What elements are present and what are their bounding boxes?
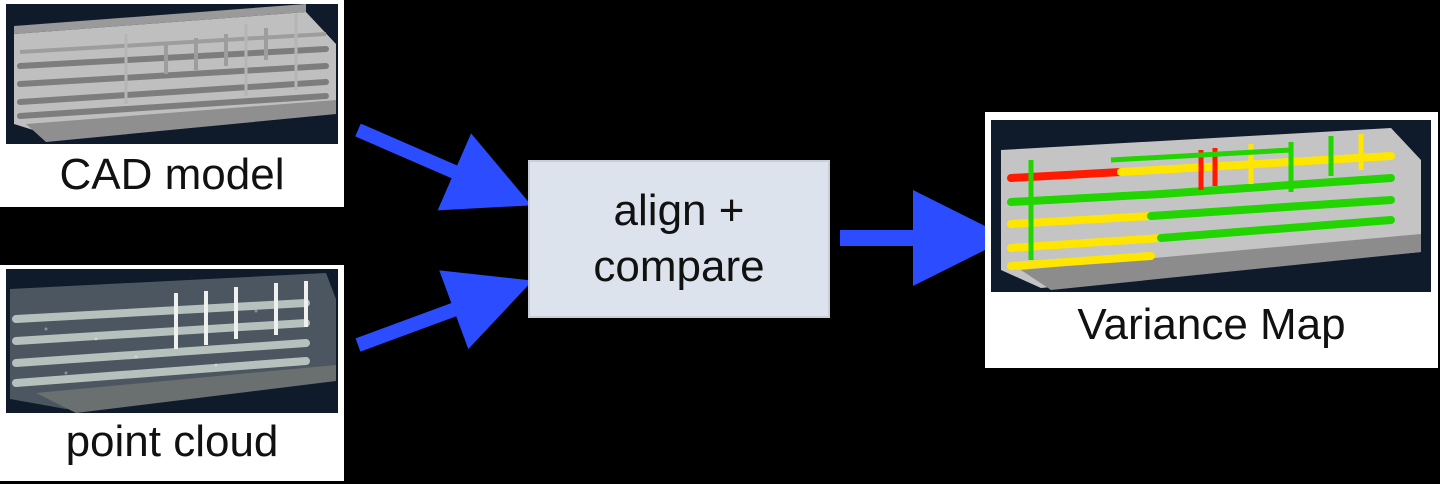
point-cloud-image bbox=[6, 269, 338, 413]
point-cloud-panel: point cloud bbox=[0, 265, 344, 481]
arrow-cloud-to-process bbox=[355, 270, 533, 352]
variance-map-panel: Variance Map bbox=[985, 112, 1438, 368]
arrow-cad-to-process bbox=[355, 123, 532, 211]
point-cloud-label: point cloud bbox=[65, 417, 279, 466]
process-line-2: compare bbox=[593, 242, 765, 291]
align-compare-box: align + compare bbox=[528, 160, 830, 318]
process-line-1: align + bbox=[613, 186, 745, 235]
variance-map-image bbox=[991, 120, 1431, 292]
cad-model-panel: CAD model bbox=[0, 0, 344, 207]
cad-model-label: CAD model bbox=[59, 150, 285, 199]
cad-model-image bbox=[6, 4, 338, 144]
variance-map-label: Variance Map bbox=[1077, 300, 1346, 349]
